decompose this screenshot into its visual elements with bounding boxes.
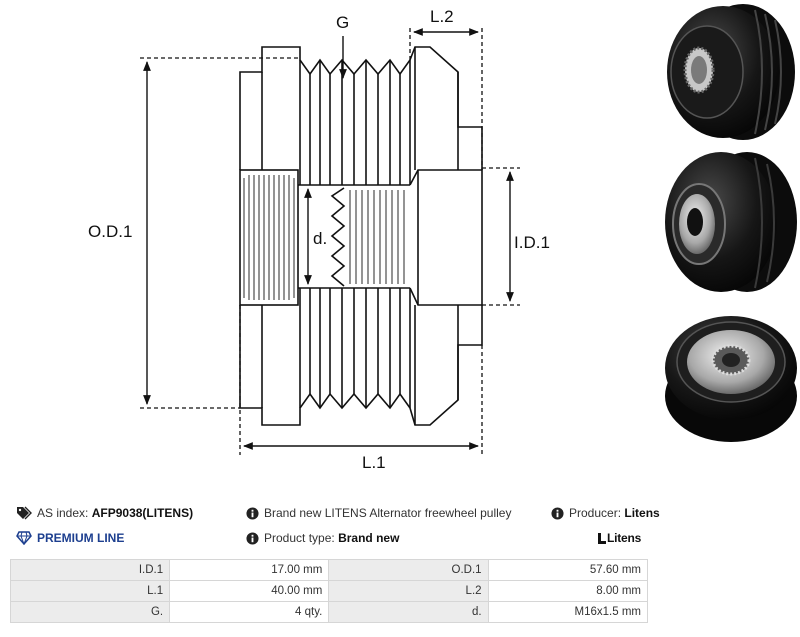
producer: Producer: Litens (551, 506, 660, 520)
pulley-front-photo (667, 4, 795, 140)
od1-label: O.D.1 (88, 222, 132, 241)
diamond-icon (16, 531, 32, 545)
spec-value: 57.60 mm (487, 559, 649, 581)
as-index: AS index: AFP9038(LITENS) (16, 506, 193, 520)
description-text: Brand new LITENS Alternator freewheel pu… (264, 506, 512, 520)
litens-logo-icon (598, 532, 606, 544)
table-row: G. 4 qty. d. M16x1.5 mm (9, 601, 649, 623)
as-index-label: AS index: (37, 506, 89, 520)
premium-line[interactable]: PREMIUM LINE (16, 531, 124, 545)
g-label: G (336, 13, 349, 32)
brand-logo-text: Litens (607, 531, 642, 545)
spec-label: d. (328, 601, 489, 623)
pulley-top-outline (239, 46, 483, 170)
pulley-back-photo (665, 316, 797, 442)
technical-drawing: G L.2 O.D.1 d. I.D.1 L.1 (88, 7, 550, 472)
spec-value: 17.00 mm (169, 559, 330, 581)
description: Brand new LITENS Alternator freewheel pu… (246, 506, 511, 520)
spec-value: 40.00 mm (169, 580, 330, 602)
spec-label: L.1 (9, 580, 171, 602)
product-type-value: Brand new (338, 531, 400, 545)
product-type-label: Product type: (264, 531, 335, 545)
l2-label: L.2 (430, 7, 454, 26)
spec-label: O.D.1 (328, 559, 489, 581)
spec-label: I.D.1 (9, 559, 171, 581)
spec-value: M16x1.5 mm (487, 601, 649, 623)
pulley-side-photo (665, 152, 797, 292)
brand-logo: Litens (598, 531, 641, 545)
d-label: d. (313, 229, 327, 248)
tags-icon (17, 506, 32, 520)
spec-value: 8.00 mm (487, 580, 649, 602)
product-photos (665, 4, 797, 442)
product-type: Product type: Brand new (246, 531, 399, 545)
producer-label: Producer: (569, 506, 622, 520)
id1-label: I.D.1 (514, 233, 550, 252)
spec-value: 4 qty. (169, 601, 330, 623)
producer-value: Litens (624, 506, 660, 520)
premium-line-label: PREMIUM LINE (37, 531, 125, 545)
info-icon (246, 506, 259, 520)
spec-label: L.2 (328, 580, 489, 602)
l1-label: L.1 (362, 453, 386, 472)
as-index-value: AFP9038(LITENS) (91, 506, 194, 520)
table-row: L.1 40.00 mm L.2 8.00 mm (9, 580, 649, 602)
info-icon (246, 531, 259, 545)
spec-label: G. (9, 601, 171, 623)
pulley-bottom-outline (239, 305, 483, 426)
info-icon (551, 506, 564, 520)
spec-table: I.D.1 17.00 mm O.D.1 57.60 mm L.1 40.00 … (9, 559, 649, 623)
table-row: I.D.1 17.00 mm O.D.1 57.60 mm (9, 559, 649, 581)
